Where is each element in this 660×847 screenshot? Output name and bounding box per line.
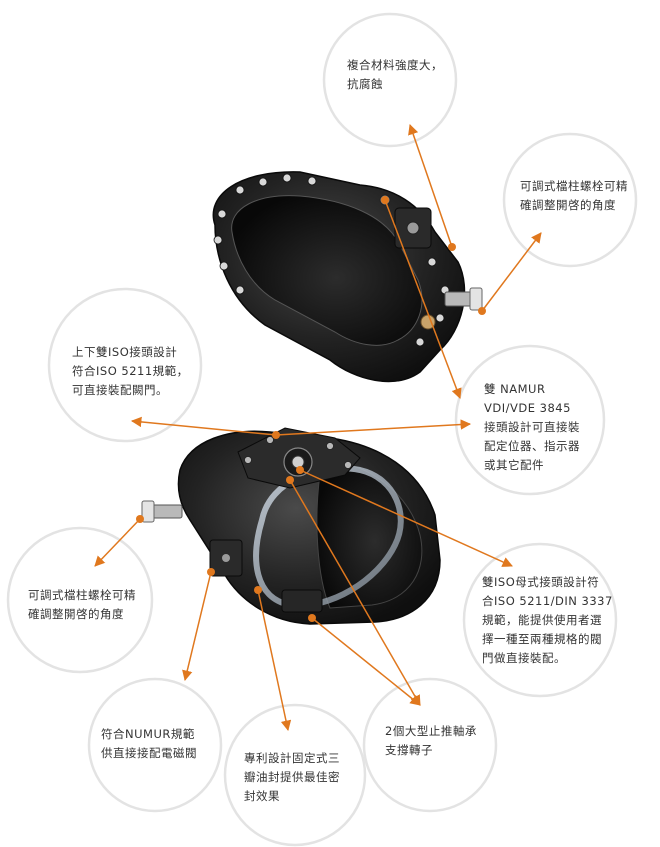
circle-patent-seal	[223, 703, 367, 847]
circle-namur-vdi	[454, 344, 606, 496]
circle-thrust-bearing	[362, 677, 498, 813]
circle-iso-connection-top	[47, 287, 203, 443]
callout-dots	[136, 196, 486, 622]
arrow-adjustable-bolt-top	[481, 232, 542, 312]
circle-namur-solenoid	[87, 677, 223, 813]
label-namur-vdi: 雙 NAMUR VDI/VDE 3845 接頭設計可直接裝 配定位器、指示器 或…	[484, 382, 580, 472]
arrow-adjustable-bolt-bottom	[94, 518, 141, 567]
label-adjustable-bolt-bottom: 可調式檔柱螺栓可精 確調整開啓的角度	[28, 588, 136, 621]
arrow-iso-female	[299, 469, 513, 567]
label-composite-material: 複合材料強度大， 抗腐蝕	[347, 58, 443, 91]
arrow-patent-seal	[257, 589, 292, 732]
callout-arrows	[94, 124, 542, 732]
label-patent-seal: 專利設計固定式三 瓣油封提供最佳密 封效果	[244, 751, 340, 803]
top-housing-illustration	[212, 171, 483, 383]
circle-adjustable-bolt-bottom	[6, 526, 154, 674]
arrow-namur-vdi-a	[384, 199, 462, 399]
label-iso-female: 雙ISO母式接頭設計符 合ISO 5211/DIN 3337 規範，能提供使用者…	[482, 575, 613, 665]
arrow-iso-top-left	[130, 416, 277, 436]
arrow-composite-material	[408, 124, 453, 248]
circle-iso-female	[462, 542, 618, 698]
arrow-thrust-bearing-b	[311, 617, 421, 706]
arrow-namur-solenoid	[182, 571, 212, 682]
arrow-thrust-bearing-a	[289, 479, 421, 706]
label-adjustable-bolt-top: 可調式檔柱螺栓可精 確調整開啓的角度	[520, 179, 628, 212]
label-thrust-bearing: 2個大型止推軸承 支撐轉子	[385, 724, 477, 757]
callout-circles	[6, 12, 638, 847]
label-iso-connection-top: 上下雙ISO接頭設計 符合ISO 5211規範， 可直接裝配闕門。	[72, 345, 189, 397]
arrow-iso-top-right	[275, 419, 472, 436]
label-namur-solenoid: 符合NUMUR規範 供直接接配電磁閥	[101, 727, 197, 760]
bottom-housing-illustration	[141, 427, 441, 625]
circle-composite-material	[322, 12, 458, 148]
